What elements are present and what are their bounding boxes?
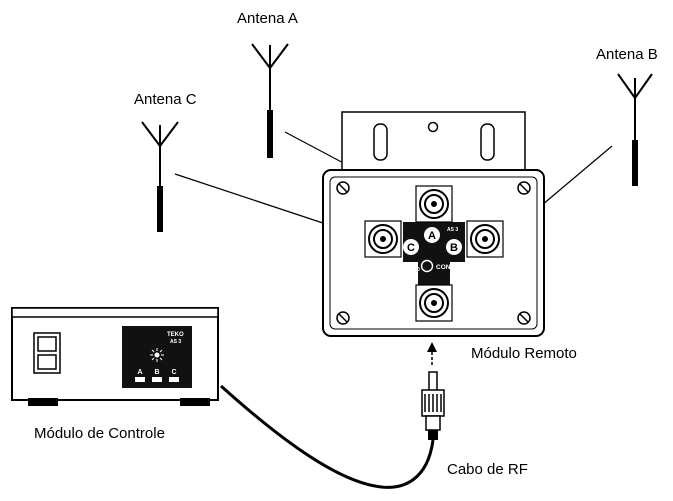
rf-cable <box>219 384 435 489</box>
port-a-letter: A <box>428 230 436 242</box>
antenna-a <box>251 43 289 158</box>
control-display-digit-top <box>37 336 57 352</box>
control-foot-left <box>28 398 58 406</box>
rf-plug <box>421 371 445 440</box>
control-button-c <box>169 377 179 382</box>
port-b-letter: B <box>450 242 458 254</box>
port-c-marker <box>403 239 419 255</box>
antenna-b-label: Antena B <box>596 46 658 63</box>
control-model: AS 3 <box>170 339 181 345</box>
control-indicator-icon <box>150 348 164 362</box>
connector-top <box>415 185 453 223</box>
bracket-slot-right <box>480 123 495 161</box>
bracket-hole <box>427 121 439 133</box>
leader-line-c <box>174 173 351 233</box>
connector-left <box>364 220 402 258</box>
control-top-rim <box>11 307 219 318</box>
remote-screws <box>336 181 531 325</box>
remote-logo-ring <box>420 259 434 273</box>
remote-module: A B C AS 3 TEKO CONTROLE <box>322 111 545 337</box>
remote-model: AS 3 <box>447 227 458 233</box>
control-display-digit-bottom <box>37 354 57 370</box>
control-letter-c: C <box>171 369 176 376</box>
mounting-bracket <box>341 111 526 175</box>
antenna-b <box>617 73 653 186</box>
control-letter-a: A <box>137 369 142 376</box>
control-module-label: Módulo de Controle <box>34 425 165 442</box>
connector-right <box>466 220 504 258</box>
control-foot-right <box>180 398 210 406</box>
cable-arrow <box>427 342 437 366</box>
port-b-marker <box>446 239 462 255</box>
bracket-slot-left <box>373 123 388 161</box>
antenna-c-label: Antena C <box>134 91 197 108</box>
control-brand: TEKO <box>167 332 184 338</box>
port-c-letter: C <box>407 242 415 254</box>
remote-module-label: Módulo Remoto <box>471 345 577 362</box>
control-button-b <box>152 377 162 382</box>
control-module: TEKO AS 3 A B C <box>11 307 219 406</box>
antenna-c <box>141 121 179 232</box>
port-a-marker <box>424 227 440 243</box>
rf-cable-label: Cabo de RF <box>447 461 528 478</box>
connector-bottom <box>415 284 453 322</box>
remote-enclosure-inner <box>329 176 538 330</box>
control-letter-b: B <box>154 369 159 376</box>
control-button-a <box>135 377 145 382</box>
remote-brand-word: CONTROLE <box>436 264 473 271</box>
antenna-a-label: Antena A <box>237 10 298 27</box>
remote-brand: TEKO <box>406 267 420 273</box>
remote-control-panel <box>403 207 465 286</box>
